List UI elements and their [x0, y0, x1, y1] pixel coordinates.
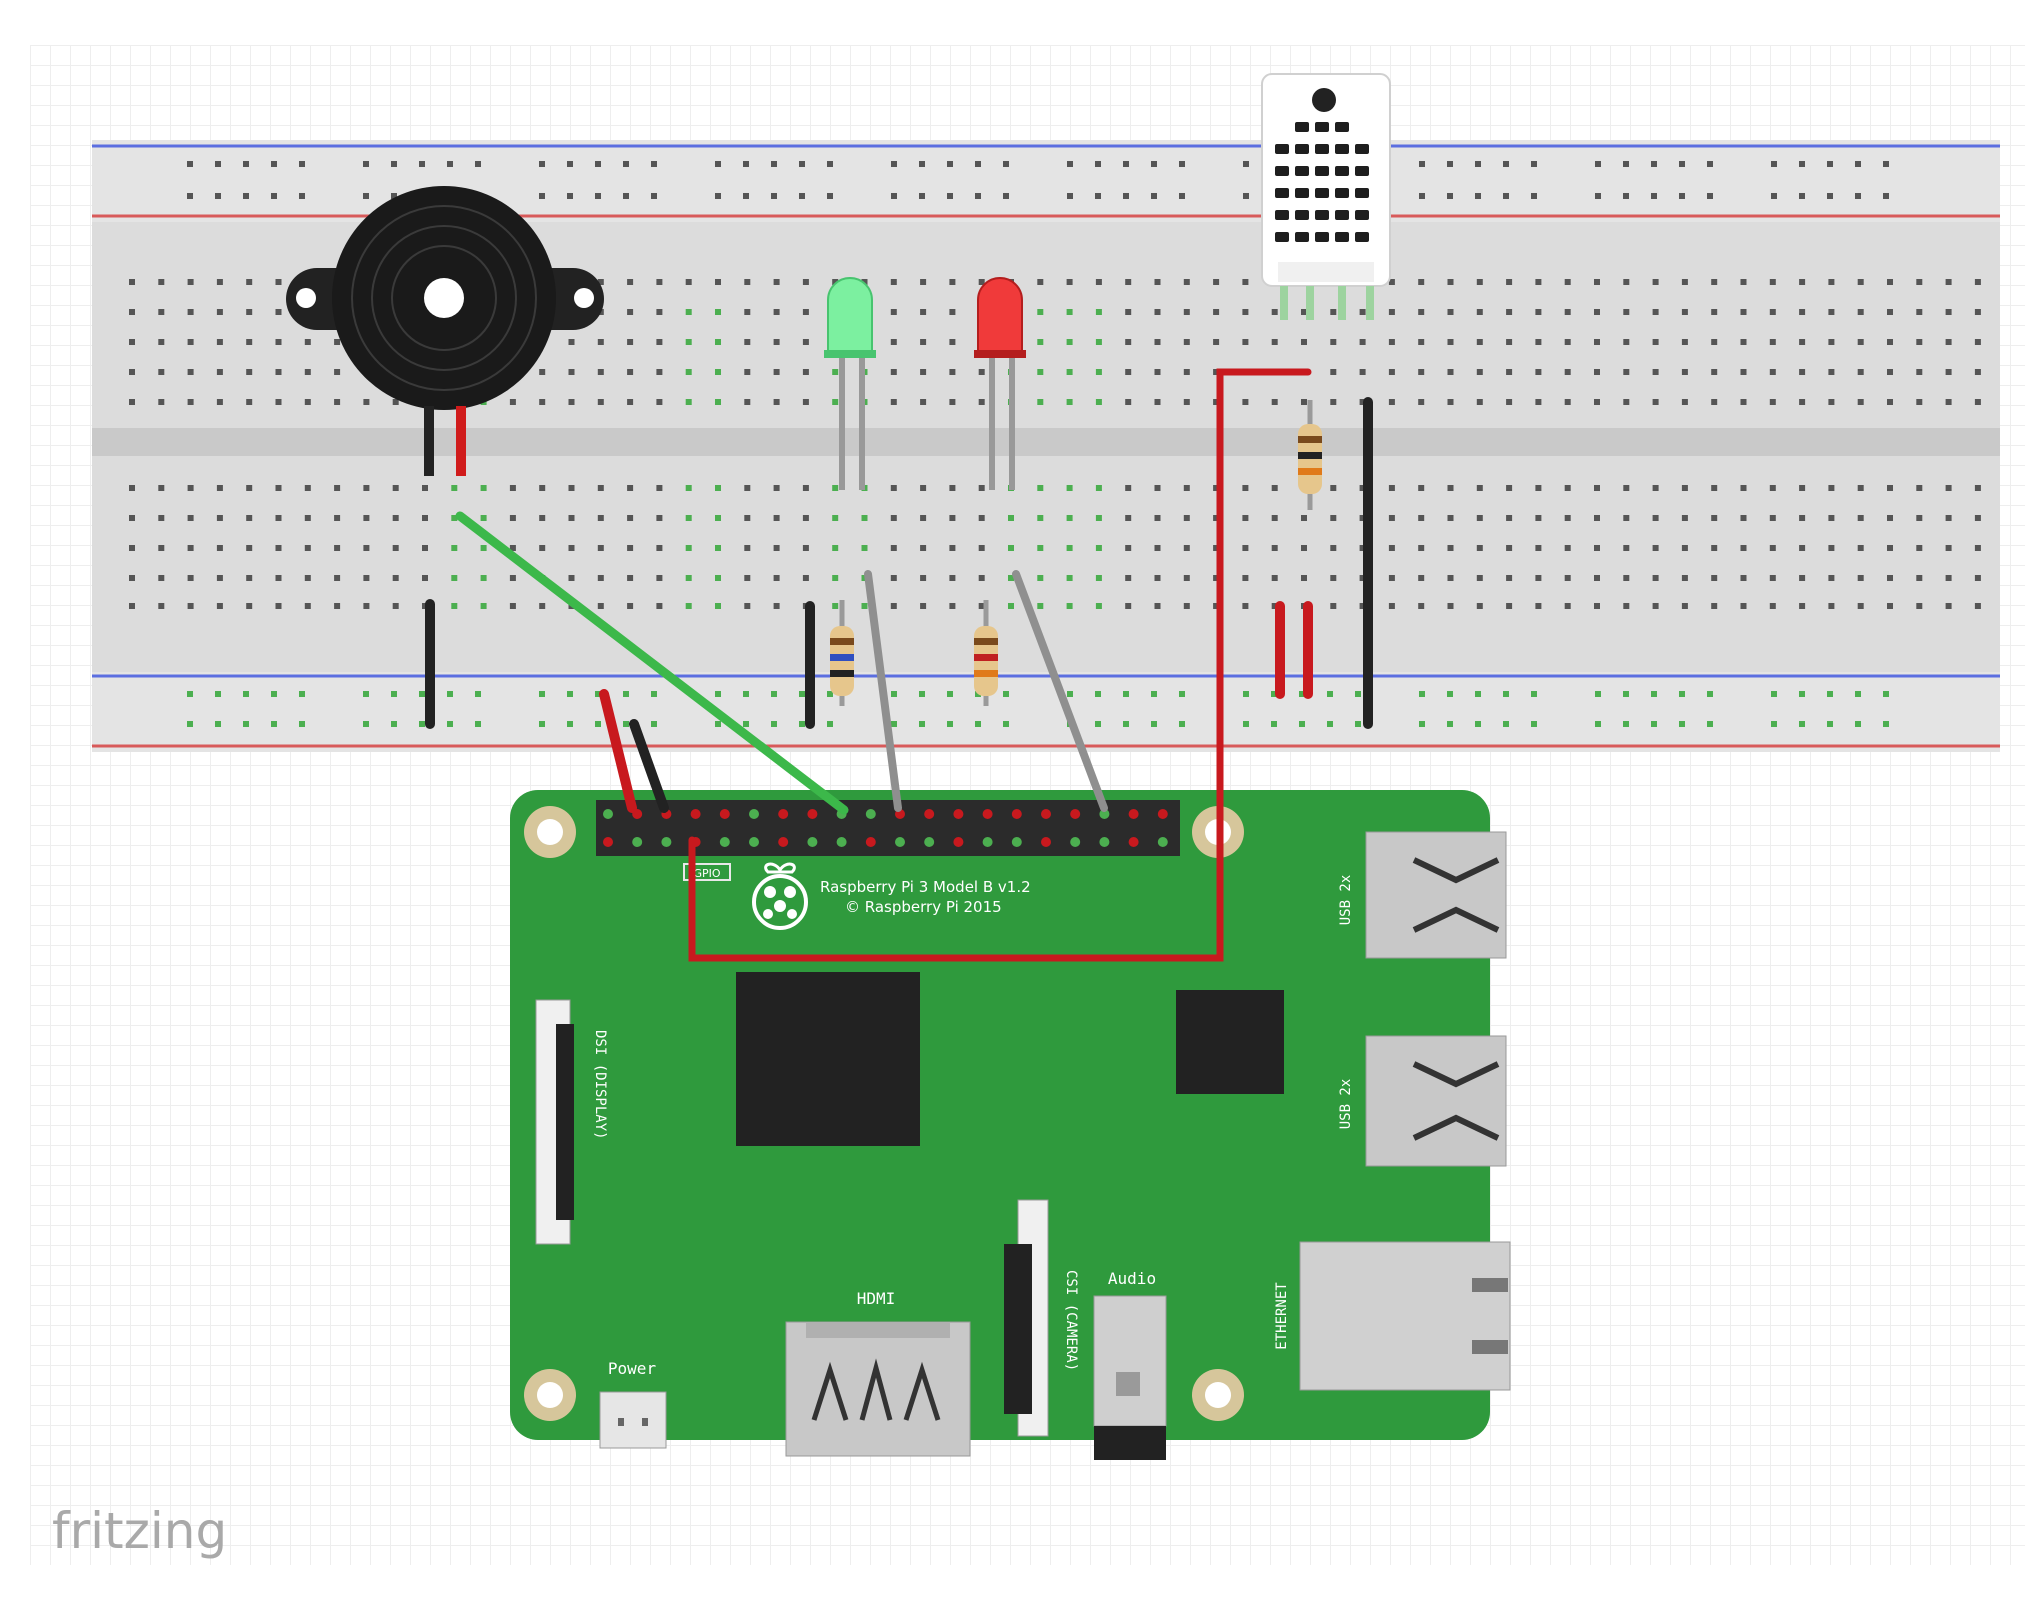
audio-jack — [1093, 1295, 1167, 1427]
usb-bottom-label: USB 2x — [1338, 1079, 1354, 1130]
dsi-label: DSI (DISPLAY) — [592, 1030, 608, 1140]
raspberry-pi-board: GPIO Raspberry Pi 3 Model B v1.2 © Raspb… — [510, 790, 1511, 1460]
wires — [425, 368, 1373, 962]
gpio-label-box — [683, 863, 731, 881]
board-copyright: © Raspberry Pi 2015 — [845, 898, 1002, 916]
usb-port-top — [1365, 831, 1507, 959]
center-channel — [92, 428, 2000, 456]
soc-chip — [736, 972, 920, 1146]
piezo-buzzer — [286, 186, 604, 476]
pcb — [510, 790, 1490, 1440]
audio-label: Audio — [1108, 1269, 1156, 1288]
ethernet-label: ETHERNET — [1274, 1282, 1290, 1350]
power-label: Power — [608, 1359, 657, 1378]
wire-red-power — [599, 689, 637, 813]
wire-red-sensor-data — [688, 368, 1312, 962]
gpio-header — [596, 800, 1180, 856]
usb-ethernet-chip — [1176, 990, 1284, 1094]
fritzing-watermark: fritzing — [52, 1502, 227, 1560]
resistor-sensor — [1298, 400, 1322, 510]
raspberry-logo-icon — [752, 862, 808, 930]
csi-label: CSI (CAMERA) — [1063, 1270, 1079, 1371]
resistor-red-led — [974, 600, 998, 706]
wire-grey-red-led — [1012, 570, 1108, 812]
hdmi-port — [785, 1321, 971, 1457]
wire-green-buzzer — [455, 511, 849, 815]
gpio-pins — [603, 809, 1168, 847]
gpio-label: GPIO — [693, 867, 720, 880]
resistor-green-led — [830, 600, 854, 706]
dht-sensor — [1261, 73, 1391, 320]
green-led — [824, 277, 876, 490]
usb-top-label: USB 2x — [1338, 875, 1354, 926]
wire-grey-green-led — [864, 570, 902, 812]
usb-port-bottom — [1365, 1035, 1507, 1167]
hdmi-label: HDMI — [857, 1289, 896, 1308]
ethernet-port — [1299, 1241, 1511, 1391]
red-led — [974, 277, 1026, 490]
bottom-power-rail — [92, 672, 2000, 752]
wire-black-ground — [629, 719, 669, 813]
power-port — [599, 1391, 667, 1449]
board-name: Raspberry Pi 3 Model B v1.2 — [820, 878, 1031, 896]
